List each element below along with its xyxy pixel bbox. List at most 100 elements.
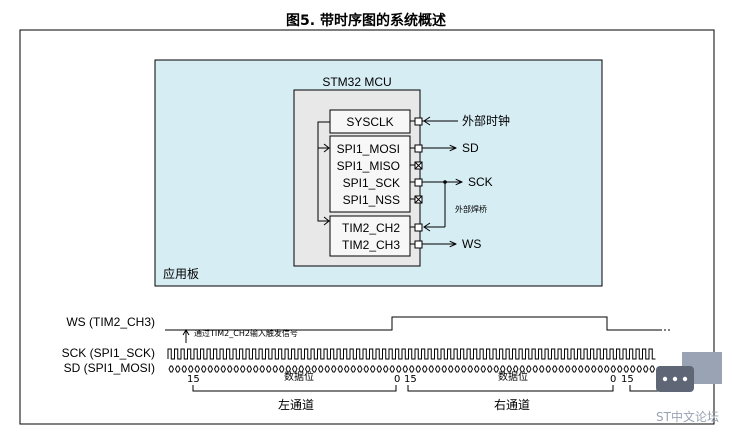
sd-bit-cell: [194, 365, 201, 373]
chat-bubble-icon: [656, 352, 722, 392]
spi-pin-sck: SPI1_SCK: [343, 176, 400, 190]
sd-bit-cell: [330, 365, 337, 373]
sd-bit-cell: [493, 365, 500, 373]
sd-bit-cell: [265, 365, 272, 373]
sd-bit-cell: [519, 365, 526, 373]
board-label: 应用板: [163, 266, 199, 281]
sd-bit-cell: [337, 365, 344, 373]
sd-bit-cell: [571, 365, 578, 373]
sd-bit-cell: [278, 365, 285, 373]
sd-bit-cell: [369, 365, 376, 373]
sd-bit-cell: [564, 365, 571, 373]
sd-bit-cell: [324, 365, 331, 373]
ws-signal-label: WS (TIM2_CH3): [66, 315, 155, 329]
figure-frame: [19, 29, 715, 425]
sd-bit-cell: [623, 365, 630, 373]
next-msb-label: 15: [621, 374, 634, 385]
sysclk-label: SYSCLK: [346, 115, 393, 129]
sd-bit-cell: [200, 365, 207, 373]
sd-bit-cell: [252, 365, 259, 373]
sd-bit-cell: [226, 365, 233, 373]
right-msb-label: 15: [404, 374, 417, 385]
sck-label: SCK: [468, 175, 493, 189]
sck-clock-trace: [167, 348, 656, 360]
sd-bit-cell: [350, 365, 357, 373]
sd-bit-cell: [213, 365, 220, 373]
sd-bit-cell: [428, 365, 435, 373]
tim-pin-ch3: TIM2_CH3: [342, 238, 400, 252]
sd-bit-cell: [272, 365, 279, 373]
sd-bit-cell: [480, 365, 487, 373]
sd-signal-label: SD (SPI1_MOSI): [64, 361, 155, 375]
sd-bit-cell: [499, 365, 506, 373]
sd-bit-cell: [233, 365, 240, 373]
sd-bit-cell: [298, 365, 305, 373]
mcu-title: STM32 MCU: [322, 75, 391, 89]
sd-bit-cell: [512, 365, 519, 373]
tim-block: [329, 215, 411, 257]
sck-signal-label: SCK (SPI1_SCK): [62, 346, 155, 360]
sd-bit-cell: [616, 365, 623, 373]
spi-pin-miso: SPI1_MISO: [337, 159, 400, 173]
trigger-note-text: 通过TIM2_CH2输入触发信号: [194, 328, 298, 338]
left-msb-label: 15: [187, 374, 200, 385]
sd-bit-cell: [525, 365, 532, 373]
sd-bit-cell: [291, 365, 298, 373]
sd-bit-cell: [584, 365, 591, 373]
watermark: ST中文论坛: [656, 352, 722, 424]
spi-block: [329, 135, 411, 213]
sd-bit-cell: [343, 365, 350, 373]
sd-bit-cell: [389, 365, 396, 373]
sd-bit-cell: [168, 365, 175, 373]
sd-bit-cell: [610, 365, 617, 373]
sd-bit-cell: [473, 365, 480, 373]
sd-bit-cell: [239, 365, 246, 373]
sd-bit-cell: [174, 365, 181, 373]
sd-bit-cell: [415, 365, 422, 373]
sd-bit-cell: [532, 365, 539, 373]
sd-bit-cell: [434, 365, 441, 373]
sd-bit-cell: [441, 365, 448, 373]
sd-bit-cell: [454, 365, 461, 373]
sd-bit-cell: [558, 365, 565, 373]
sd-bit-cell: [597, 365, 604, 373]
trigger-note: 通过TIM2_CH2输入触发信号: [182, 328, 298, 343]
ws-label: WS: [462, 237, 481, 251]
sd-bit-cell: [408, 365, 415, 373]
figure-title: 图5. 带时序图的系统概述: [286, 13, 446, 29]
sd-bit-cell: [642, 365, 649, 373]
sd-bit-cell: [577, 365, 584, 373]
sck-waveform: [167, 348, 656, 360]
sd-bit-cell: [259, 365, 266, 373]
sd-bit-cell: [246, 365, 253, 373]
sd-bit-cell: [187, 365, 194, 373]
sd-bit-cell: [551, 365, 558, 373]
sd-bit-cell: [467, 365, 474, 373]
sd-bit-cell: [402, 365, 409, 373]
sd-bit-cell: [395, 365, 402, 373]
sd-bit-cell: [181, 365, 188, 373]
channel-braces: [192, 385, 660, 392]
ext-clock-label: 外部时钟: [462, 113, 510, 128]
sd-bit-cell: [356, 365, 363, 373]
sd-label: SD: [462, 141, 479, 155]
unused-pin-marks: [414, 161, 423, 204]
sd-bit-cell: [382, 365, 389, 373]
ws-waveform: [165, 316, 670, 331]
sd-waveform: [168, 365, 656, 373]
sd-bit-cell: [590, 365, 597, 373]
sd-bit-cell: [486, 365, 493, 373]
sd-bit-cell: [311, 365, 318, 373]
sd-bit-cell: [376, 365, 383, 373]
ext-bridge-label: 外部焊桥: [455, 204, 487, 214]
sd-bit-cell: [421, 365, 428, 373]
left-lsb-label: 0: [394, 374, 400, 385]
sd-bit-cell: [317, 365, 324, 373]
spi-pin-nss: SPI1_NSS: [343, 193, 400, 207]
sd-bit-cell: [603, 365, 610, 373]
sd-bit-cell: [363, 365, 370, 373]
sd-bit-cell: [447, 365, 454, 373]
sd-bit-cell: [220, 365, 227, 373]
sd-bit-cell: [304, 365, 311, 373]
